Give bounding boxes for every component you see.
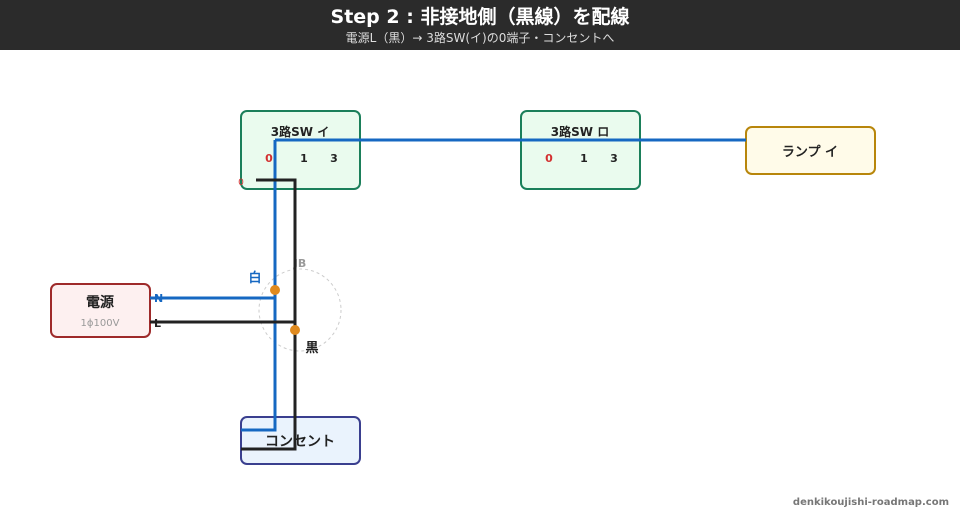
switch-i-zero-mark: 0 bbox=[238, 178, 244, 188]
white-joint bbox=[270, 285, 280, 295]
switch-ro-box bbox=[520, 110, 641, 190]
switch-ro: 3路SW ロ 0 1 3 bbox=[520, 110, 641, 190]
switch-ro-terminal-1: 1 bbox=[580, 152, 588, 165]
black-joint bbox=[290, 325, 300, 335]
switch-i-box bbox=[240, 110, 361, 190]
white-wire-label: 白 bbox=[248, 270, 261, 286]
source-n-label: N bbox=[154, 292, 163, 305]
site-credit: denkikoujishi-roadmap.com bbox=[792, 497, 949, 508]
switch-ro-terminal-0: 0 bbox=[545, 152, 553, 165]
power-source-rating: 1ϕ100V bbox=[81, 318, 120, 329]
power-source-label: 電源 bbox=[86, 294, 114, 311]
power-source: 電源 1ϕ100V bbox=[50, 283, 151, 338]
outlet: コンセント bbox=[240, 416, 361, 465]
outlet-label: コンセント bbox=[265, 434, 335, 450]
power-source-box bbox=[50, 283, 151, 338]
page-title: Step 2 : 非接地側（黒線）を配線 bbox=[330, 6, 630, 28]
switch-i-label: 3路SW イ bbox=[271, 124, 329, 139]
switch-ro-label: 3路SW ロ bbox=[551, 124, 609, 139]
switch-i-terminal-0: 0 bbox=[265, 152, 273, 165]
switch-i-terminal-3: 3 bbox=[330, 152, 338, 165]
page-header: Step 2 : 非接地側（黒線）を配線 電源L（黒）→ 3路SW(イ)の0端子… bbox=[0, 0, 960, 50]
page-subtitle: 電源L（黒）→ 3路SW(イ)の0端子・コンセントへ bbox=[345, 31, 615, 45]
junction-box bbox=[258, 268, 342, 352]
white-wire-to-outlet bbox=[241, 140, 277, 432]
black-wire-to-switch-and-outlet bbox=[241, 178, 297, 451]
source-l-label: L bbox=[154, 317, 161, 330]
lamp: ランプ イ bbox=[745, 126, 876, 175]
lamp-label: ランプ イ bbox=[782, 145, 838, 160]
switch-i: 3路SW イ 0 1 3 0 bbox=[238, 110, 361, 190]
switch-ro-terminal-3: 3 bbox=[610, 152, 618, 165]
black-wire-label: 黒 bbox=[305, 340, 318, 356]
switch-i-terminal-1: 1 bbox=[300, 152, 308, 165]
lamp-box bbox=[745, 126, 876, 175]
